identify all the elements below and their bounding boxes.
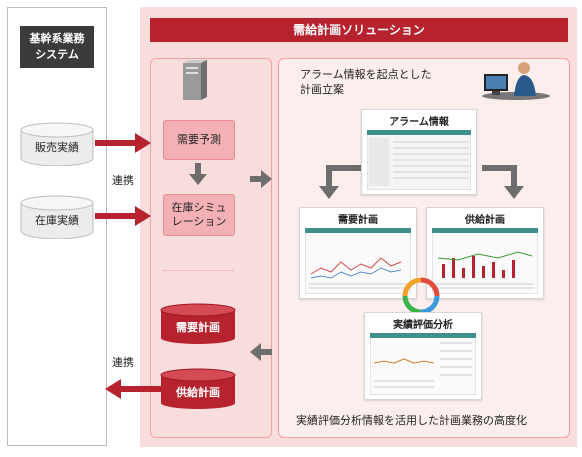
supply-plan-db: 供給計画 — [160, 368, 236, 410]
gray-arrow-down — [189, 163, 207, 185]
supply-plan-card: 供給計画 — [426, 207, 544, 299]
inventory-simulation-box: 在庫シミュ レーション — [163, 194, 235, 236]
process-column — [150, 58, 272, 438]
footer-caption: 実績評価分析情報を活用した計画業務の高度化 — [296, 414, 527, 427]
evaluation-screenshot — [369, 332, 477, 396]
gray-arrow-alarm-to-demand — [319, 165, 363, 199]
evaluation-card: 実績評価分析 — [364, 312, 482, 400]
red-arrow-sales — [95, 133, 151, 153]
solution-title: 需給計画ソリューション — [150, 18, 568, 42]
demand-plan-card: 需要計画 — [299, 207, 417, 299]
sales-db-cylinder: 販売実績 — [20, 122, 94, 167]
planning-heading: アラーム情報を起点とした 計画立案 — [300, 68, 432, 96]
link-label-bottom: 連携 — [112, 356, 134, 369]
cycle-icon — [401, 276, 441, 320]
divider — [163, 270, 233, 271]
core-system-title: 基幹系業務 システム — [20, 26, 94, 68]
red-arrow-output — [105, 379, 161, 399]
supply-chart-screenshot — [431, 227, 539, 295]
demand-chart-screenshot — [304, 227, 412, 295]
inventory-db-cylinder: 在庫実績 — [20, 195, 94, 240]
alarm-screenshot — [366, 129, 472, 191]
gray-arrow-alarm-to-supply — [482, 165, 524, 199]
demand-plan-db: 需要計画 — [160, 303, 236, 345]
alarm-info-card: アラーム情報 — [361, 109, 477, 195]
server-icon — [181, 60, 207, 106]
red-arrow-inventory — [95, 206, 151, 226]
demand-forecast-box: 需要予測 — [163, 120, 235, 160]
gray-arrow-left — [250, 343, 272, 361]
gray-arrow-right — [250, 170, 272, 188]
person-at-computer-icon — [478, 60, 550, 104]
link-label-top: 連携 — [112, 174, 134, 187]
